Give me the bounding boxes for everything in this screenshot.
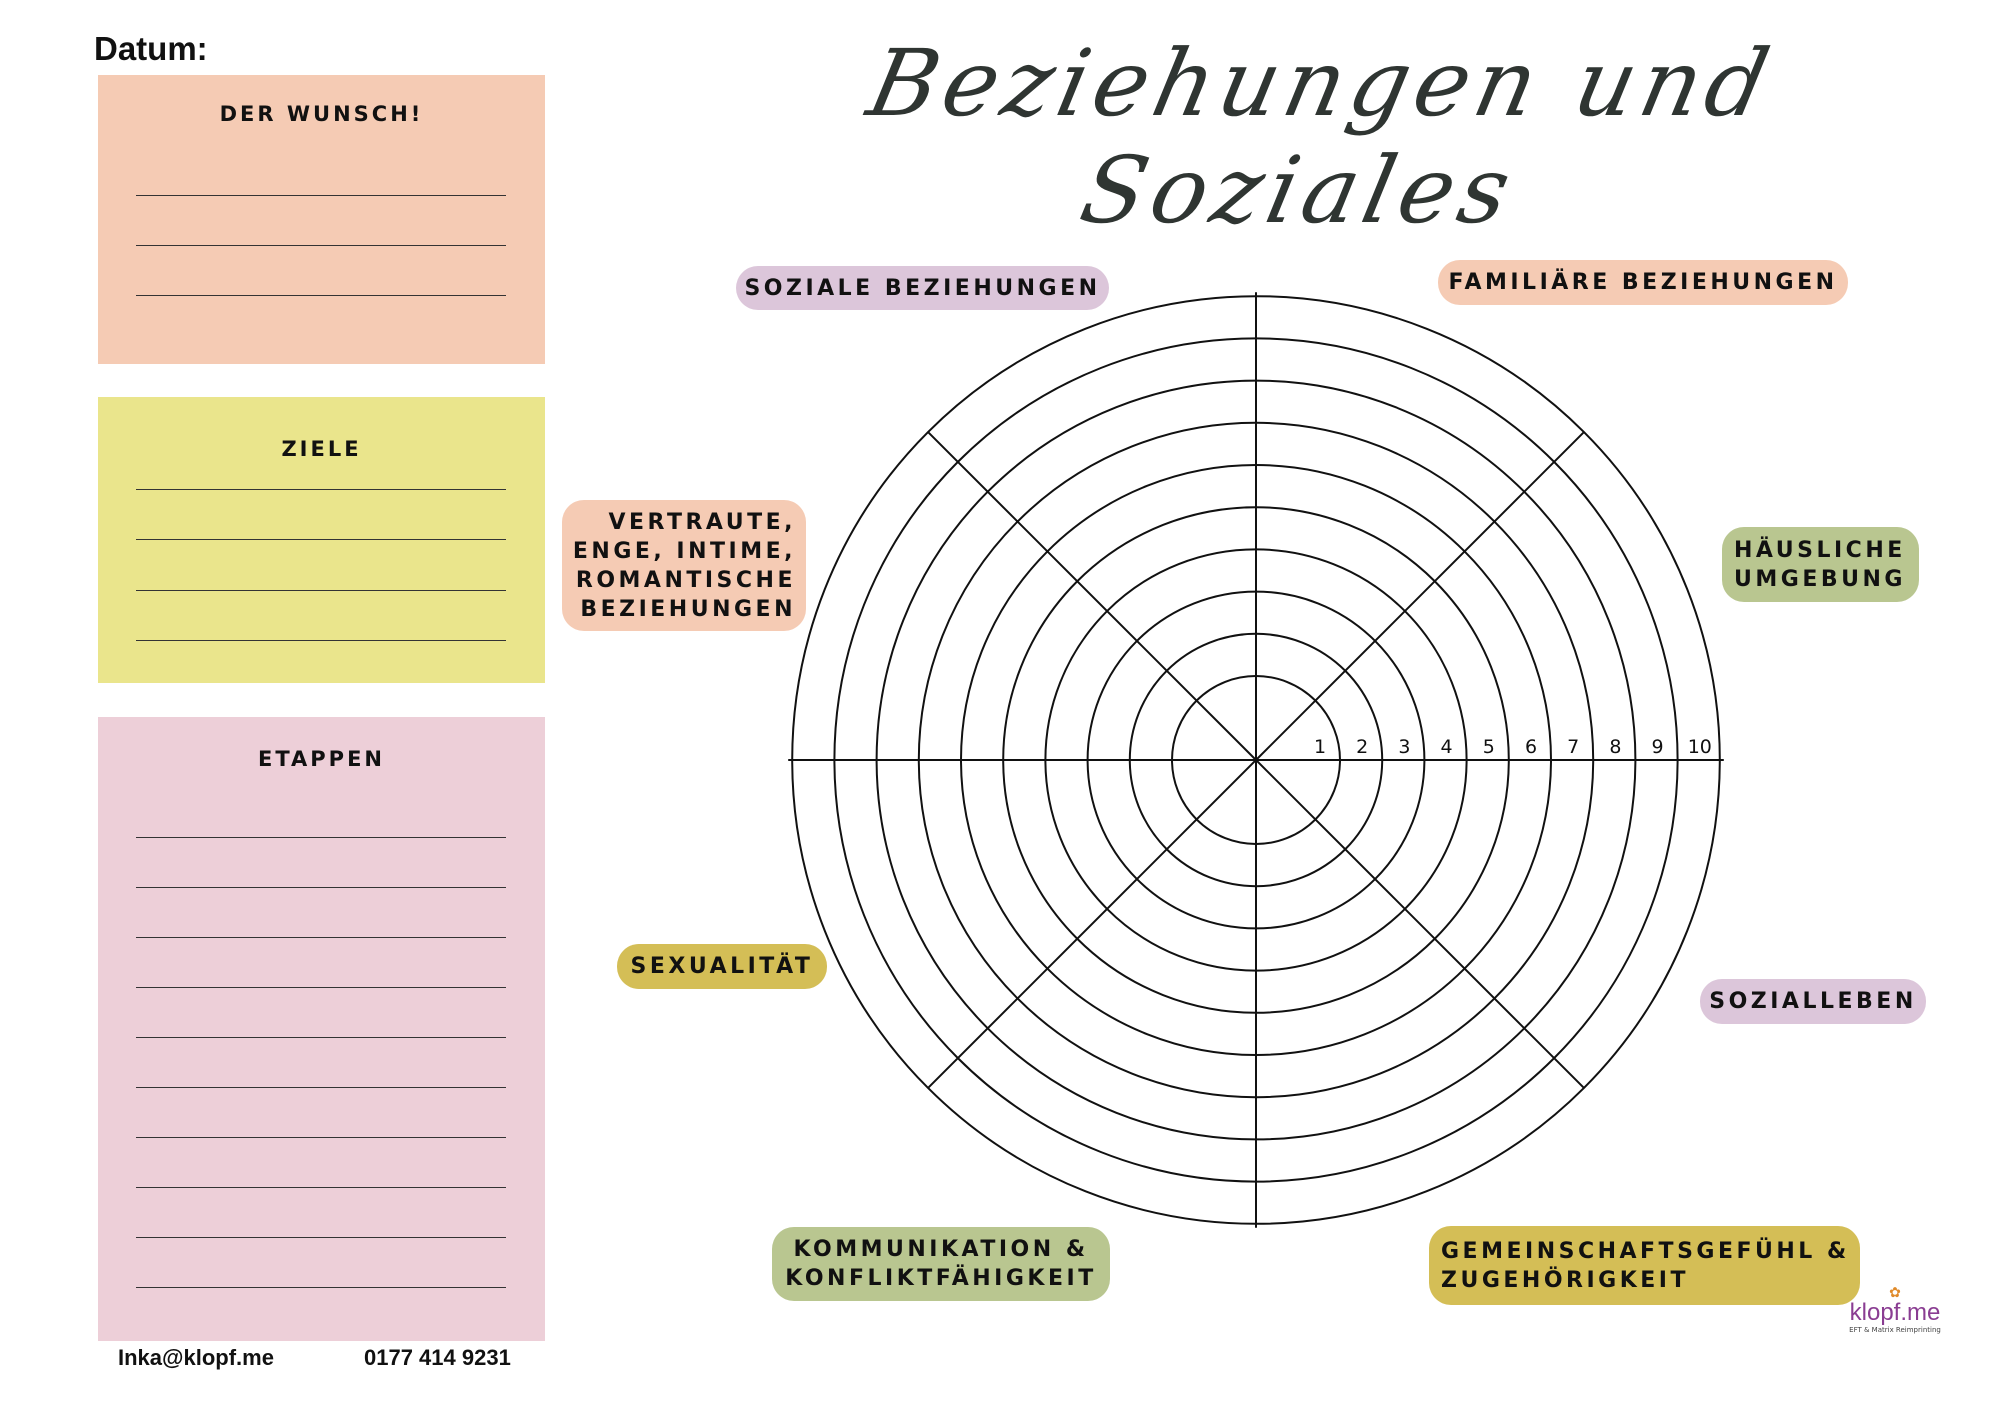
label-line: ROMANTISCHE bbox=[575, 567, 796, 593]
write-line[interactable] bbox=[136, 1137, 506, 1138]
write-line[interactable] bbox=[136, 887, 506, 888]
goals-box: ZIELE bbox=[98, 397, 545, 683]
write-line[interactable] bbox=[136, 195, 506, 196]
scale-number: 5 bbox=[1483, 736, 1495, 758]
label-line: GEMEINSCHAFTSGEFÜHL & bbox=[1441, 1238, 1850, 1264]
email: Inka@klopf.me bbox=[118, 1345, 274, 1370]
wish-box: DER WUNSCH! bbox=[98, 75, 545, 364]
write-line[interactable] bbox=[136, 1287, 506, 1288]
label-line: UMGEBUNG bbox=[1734, 566, 1906, 592]
lotus-icon: ✿ bbox=[1889, 1285, 1901, 1301]
label-sozialleben: SOZIALLEBEN bbox=[1700, 979, 1926, 1024]
write-line[interactable] bbox=[136, 245, 506, 246]
write-line[interactable] bbox=[136, 937, 506, 938]
label-soziale-beziehungen: SOZIALE BEZIEHUNGEN bbox=[736, 266, 1109, 310]
scale-number: 7 bbox=[1567, 736, 1579, 758]
write-line[interactable] bbox=[136, 1187, 506, 1188]
write-line[interactable] bbox=[136, 640, 506, 641]
goals-heading: ZIELE bbox=[281, 437, 362, 461]
label-line: KONFLIKTFÄHIGKEIT bbox=[785, 1266, 1097, 1291]
label-sexualitaet: SEXUALITÄT bbox=[617, 944, 827, 989]
write-line[interactable] bbox=[136, 837, 506, 838]
logo: ✿ klopf.me EFT & Matrix Reimprinting bbox=[1840, 1286, 1950, 1334]
label-line: VERTRAUTE, bbox=[608, 509, 796, 535]
wheel-spoke bbox=[927, 759, 1257, 1089]
write-line[interactable] bbox=[136, 539, 506, 540]
label-line: HÄUSLICHE bbox=[1734, 537, 1906, 563]
label-kommunikation: KOMMUNIKATION & KONFLIKTFÄHIGKEIT bbox=[772, 1227, 1110, 1301]
label-line: ENGE, INTIME, bbox=[572, 538, 796, 564]
wheel-spoke bbox=[1255, 431, 1585, 761]
wheel-spoke bbox=[1255, 759, 1585, 1089]
wish-heading: DER WUNSCH! bbox=[219, 102, 424, 126]
scale-number: 6 bbox=[1525, 736, 1537, 758]
milestones-box: ETAPPEN bbox=[98, 717, 545, 1341]
write-line[interactable] bbox=[136, 295, 506, 296]
logo-name: klopf.me bbox=[1849, 1299, 1941, 1326]
write-line[interactable] bbox=[136, 1037, 506, 1038]
label-familiaere-beziehungen: FAMILIÄRE BEZIEHUNGEN bbox=[1438, 260, 1848, 305]
label-line: KOMMUNIKATION & bbox=[793, 1237, 1089, 1262]
phone: 0177 414 9231 bbox=[364, 1345, 511, 1370]
label-line: BEZIEHUNGEN bbox=[580, 596, 796, 622]
scale-number: 1 bbox=[1314, 736, 1326, 758]
write-line[interactable] bbox=[136, 489, 506, 490]
label-line: ZUGEHÖRIGKEIT bbox=[1441, 1267, 1689, 1293]
wheel-spoke bbox=[927, 431, 1257, 761]
write-line[interactable] bbox=[136, 987, 506, 988]
date-label: Datum: bbox=[94, 30, 208, 67]
label-haeusliche-umgebung: HÄUSLICHE UMGEBUNG bbox=[1722, 527, 1919, 602]
label-gemeinschaftsgefuehl: GEMEINSCHAFTSGEFÜHL & ZUGEHÖRIGKEIT bbox=[1429, 1226, 1860, 1305]
write-line[interactable] bbox=[136, 1237, 506, 1238]
milestones-heading: ETAPPEN bbox=[258, 747, 385, 771]
logo-tagline: EFT & Matrix Reimprinting bbox=[1849, 1326, 1941, 1334]
scale-number: 9 bbox=[1652, 736, 1664, 758]
scale-number: 10 bbox=[1688, 736, 1712, 758]
write-line[interactable] bbox=[136, 1087, 506, 1088]
scale-number: 4 bbox=[1441, 736, 1453, 758]
scale-number: 2 bbox=[1356, 736, 1368, 758]
scale-number: 3 bbox=[1398, 736, 1410, 758]
label-vertraute-beziehungen: VERTRAUTE, ENGE, INTIME, ROMANTISCHE BEZ… bbox=[562, 500, 806, 631]
scale-number: 8 bbox=[1609, 736, 1621, 758]
write-line[interactable] bbox=[136, 590, 506, 591]
